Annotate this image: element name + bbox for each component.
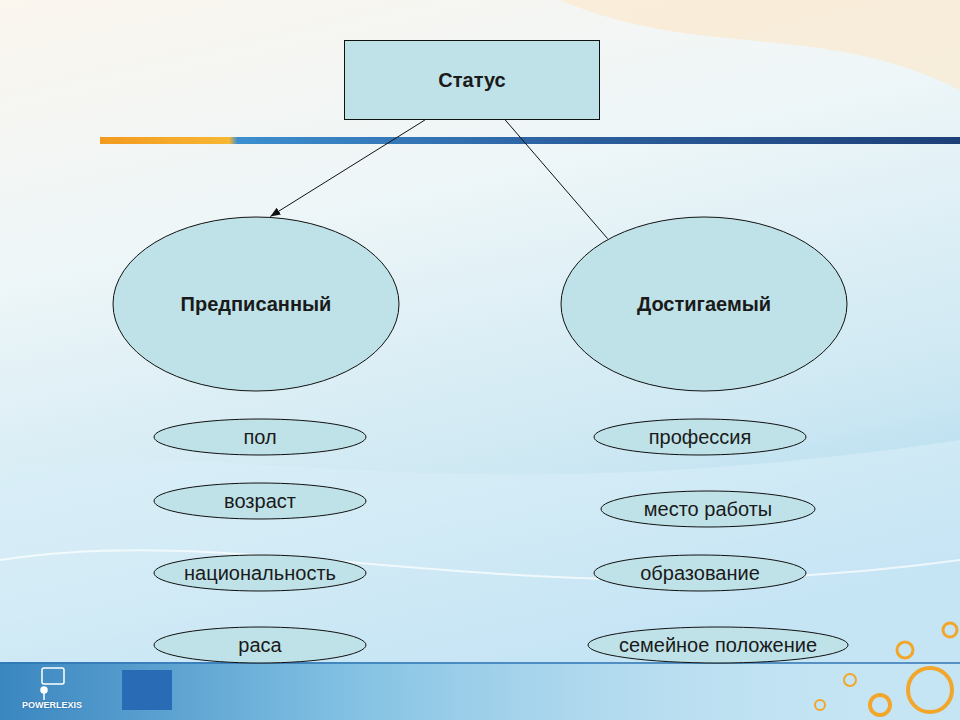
item-ellipse: пол: [153, 418, 367, 456]
node-label: семейное положение: [619, 634, 817, 657]
footer-line: [0, 662, 960, 664]
node-label: образование: [640, 562, 760, 585]
node-label: профессия: [649, 426, 752, 449]
wave-line: [0, 550, 960, 579]
category-ellipse: Предписанный: [112, 216, 400, 392]
node-label: национальность: [184, 562, 336, 585]
node-label: пол: [243, 426, 276, 449]
node-label: Предписанный: [181, 293, 332, 316]
node-label: место работы: [644, 498, 772, 521]
item-ellipse: место работы: [600, 490, 816, 528]
corner-glow: [560, 0, 960, 90]
header-bar: [100, 137, 960, 144]
node-label: возраст: [224, 490, 296, 513]
decor-circles: [815, 623, 957, 715]
node-label: Статус: [438, 69, 505, 92]
connector-line: [505, 120, 607, 239]
wave: [0, 440, 960, 720]
node-label: раса: [238, 634, 281, 657]
status-box: Статус: [344, 40, 600, 120]
item-ellipse: возраст: [153, 482, 367, 520]
connector-line: [270, 120, 425, 216]
item-ellipse: образование: [593, 554, 807, 592]
logo-icon: [41, 668, 64, 700]
blue-square: [122, 670, 172, 710]
item-ellipse: национальность: [153, 554, 367, 592]
node-label: Достигаемый: [637, 293, 771, 316]
footer-band: [0, 662, 960, 720]
item-ellipse: раса: [153, 626, 367, 664]
item-ellipse: профессия: [593, 418, 807, 456]
item-ellipse: семейное положение: [587, 626, 849, 664]
category-ellipse: Достигаемый: [560, 216, 848, 392]
logo-text: POWERLEXIS: [22, 700, 82, 710]
